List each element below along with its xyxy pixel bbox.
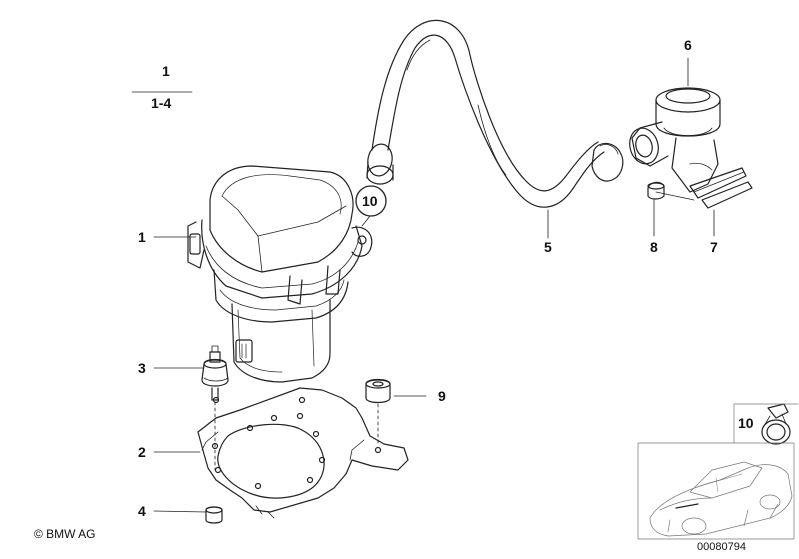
hose-drawing (366, 19, 624, 208)
assembly-number: 1 (162, 63, 170, 79)
inset-callout-10[interactable]: 10 (738, 415, 754, 431)
callout-5[interactable]: 5 (544, 239, 552, 255)
bracket-drawing (197, 387, 409, 519)
car-outline-inset (637, 442, 795, 540)
nut-9-drawing (365, 378, 391, 404)
rubber-mount-drawing (201, 345, 229, 471)
callout-7[interactable]: 7 (710, 239, 718, 255)
callout-8[interactable]: 8 (650, 239, 658, 255)
nut-4-drawing (205, 506, 223, 524)
air-pump-drawing (187, 165, 373, 383)
callout-1[interactable]: 1 (138, 229, 146, 245)
assembly-range: 1-4 (151, 95, 172, 111)
callout-6[interactable]: 6 (684, 37, 692, 53)
callout-10[interactable]: 10 (362, 193, 378, 209)
callout-4[interactable]: 4 (138, 503, 146, 519)
check-valve-drawing (629, 87, 753, 209)
copyright-text: © BMW AG (34, 527, 96, 541)
clamp-inset-drawing (761, 403, 791, 445)
callout-2[interactable]: 2 (138, 444, 146, 460)
leader-lines (131, 57, 715, 513)
callout-9[interactable]: 9 (438, 388, 446, 404)
callout-3[interactable]: 3 (138, 360, 146, 376)
diagram-id: 00080794 (697, 541, 746, 553)
